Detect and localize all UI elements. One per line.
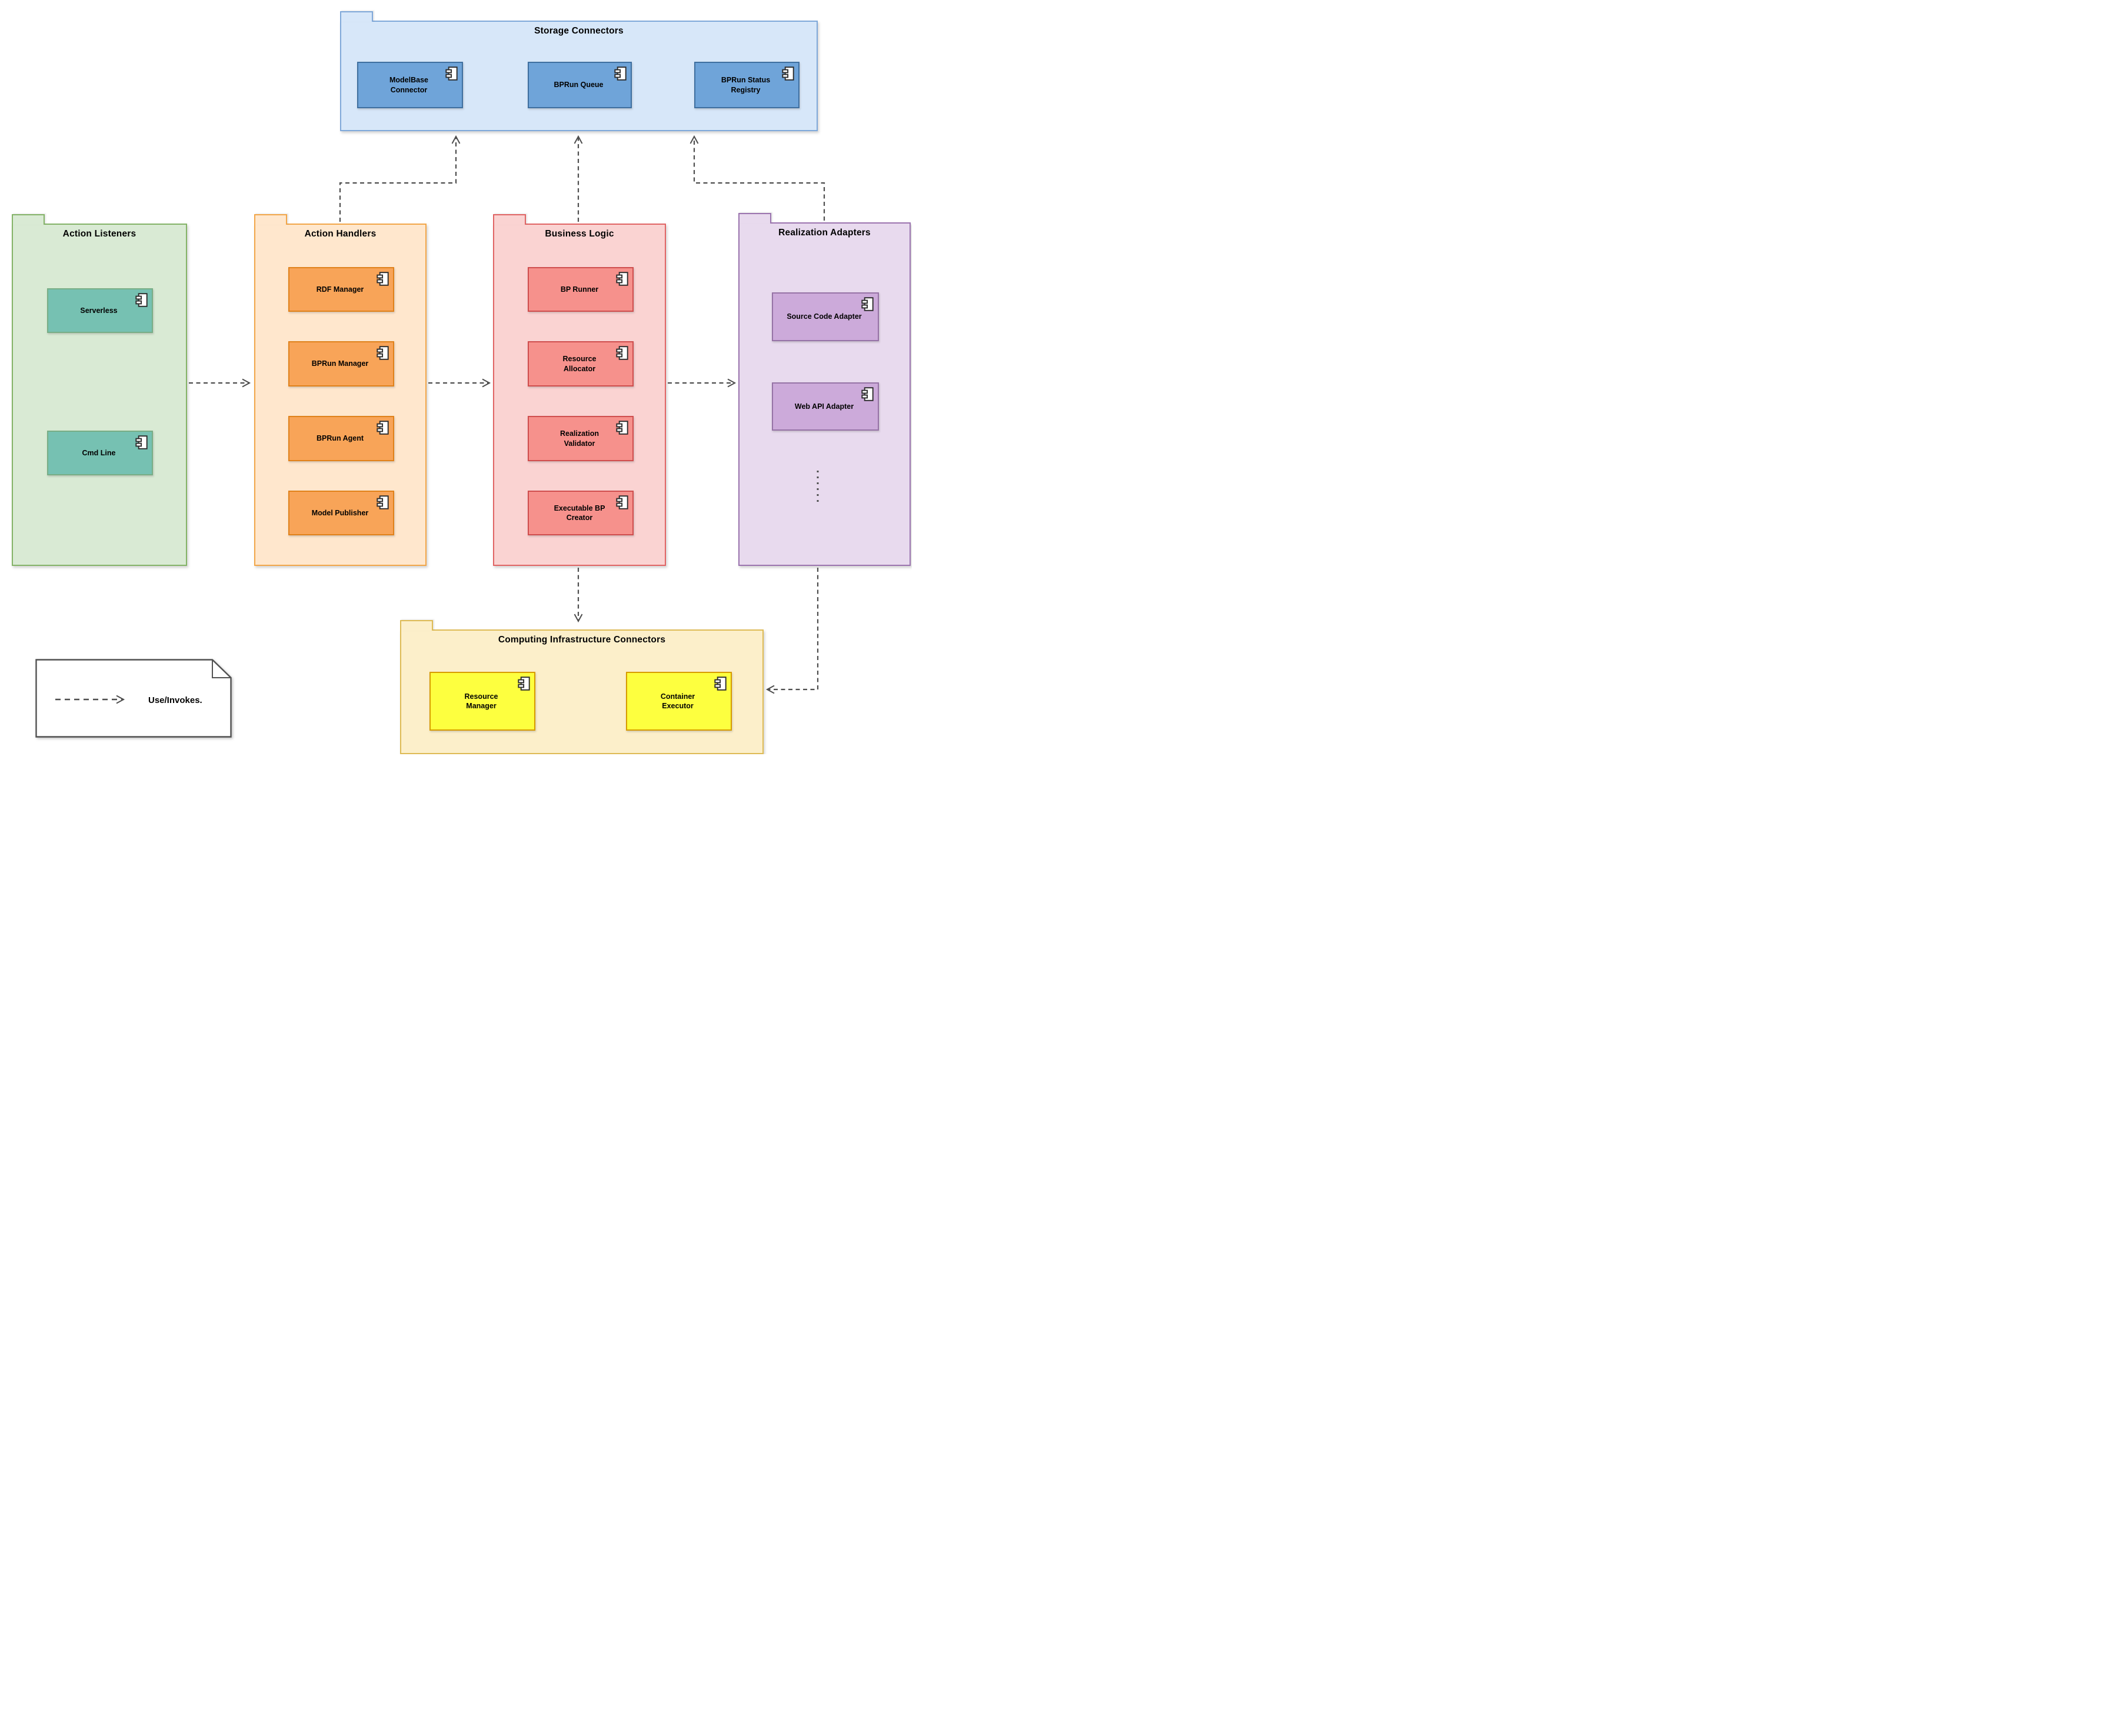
uml-component-icon [861,297,874,311]
uml-component-icon [616,346,628,360]
legend-label: Use/Invokes. [148,695,202,705]
package-tab [254,214,287,225]
package-business-logic: Business Logic BP Runner Resource Alloca… [493,214,666,566]
uml-component-icon [616,421,628,435]
component-bprun-status-registry: BPRun Status Registry [694,62,800,108]
component-label: Serverless [80,306,118,315]
note-folded-corner [212,659,231,678]
component-model-publisher: Model Publisher [288,491,394,535]
component-label: Realization Validator [560,429,599,448]
component-label: Source Code Adapter [787,312,862,321]
package-storage-connectors: Storage Connectors ModelBase Connector B… [340,11,818,131]
component-label: BPRun Status Registry [721,76,771,94]
uml-component-icon [782,66,794,81]
edge-realization-adapters-to-computing-infrastructure [765,568,819,694]
uml-component-icon [135,435,148,449]
package-title: Storage Connectors [534,26,624,36]
edge-realization-adapters-to-storage-connectors [690,135,825,221]
uml-component-icon [377,272,389,286]
package-tab [12,214,45,225]
component-label: Executable BP Creator [554,504,605,522]
package-tab [340,11,373,22]
component-resource-allocator: Resource Allocator [528,341,634,386]
component-label: ModelBase Connector [389,76,428,94]
component-label: Resource Manager [464,692,498,710]
uml-component-icon [616,495,628,509]
package-title: Business Logic [545,229,614,239]
package-title: Computing Infrastructure Connectors [498,635,666,645]
uml-component-icon [135,293,148,307]
component-web-api-adapter: Web API Adapter [772,382,879,431]
component-bprun-queue: BPRun Queue [528,62,632,108]
component-container-executor: Container Executor [626,672,732,731]
component-label: BP Runner [560,285,599,294]
component-bp-runner: BP Runner [528,267,634,312]
component-realization-validator: Realization Validator [528,416,634,461]
component-source-code-adapter: Source Code Adapter [772,292,879,341]
uml-component-icon [614,66,627,81]
component-bprun-manager: BPRun Manager [288,341,394,386]
package-tab [738,213,771,224]
component-bprun-agent: BPRun Agent [288,416,394,461]
component-label: Model Publisher [311,508,369,517]
component-label: Container Executor [660,692,695,710]
package-action-listeners: Action Listeners Serverless Cmd Line [12,214,187,566]
package-title: Realization Adapters [778,228,871,238]
package-computing-infrastructure-connectors: Computing Infrastructure Connectors Reso… [400,620,764,754]
uml-component-icon [518,677,530,691]
package-title: Action Listeners [62,229,136,239]
component-label: BPRun Agent [316,434,364,443]
component-label: Resource Allocator [562,355,597,373]
component-label: Cmd Line [82,448,116,457]
component-resource-manager: Resource Manager [429,672,535,731]
uml-component-icon [377,495,389,509]
package-tab [400,620,433,631]
uml-component-icon [714,677,727,691]
edge-action-handlers-to-storage-connectors [339,135,461,222]
component-executable-bp-creator: Executable BP Creator [528,491,634,535]
component-rdf-manager: RDF Manager [288,267,394,312]
component-diagram-canvas: Storage Connectors ModelBase Connector B… [0,0,912,754]
component-label: BPRun Queue [554,81,604,89]
uml-component-icon [616,272,628,286]
uml-component-icon [445,66,458,81]
package-title: Action Handlers [304,229,377,239]
package-realization-adapters: Realization Adapters Source Code Adapter… [738,213,911,566]
component-modelbase-connector: ModelBase Connector [357,62,463,108]
component-cmd-line: Cmd Line [47,431,153,475]
uml-component-icon [377,421,389,435]
legend-note: Use/Invokes. [35,659,232,738]
note-outline [35,659,232,738]
uml-component-icon [861,387,874,401]
package-action-handlers: Action Handlers RDF Manager BPRun Manage… [254,214,427,566]
component-label: Web API Adapter [794,402,854,411]
component-label: BPRun Manager [311,359,369,368]
component-label: RDF Manager [316,285,364,294]
package-tab [493,214,526,225]
uml-component-icon [377,346,389,360]
component-serverless: Serverless [47,288,153,333]
